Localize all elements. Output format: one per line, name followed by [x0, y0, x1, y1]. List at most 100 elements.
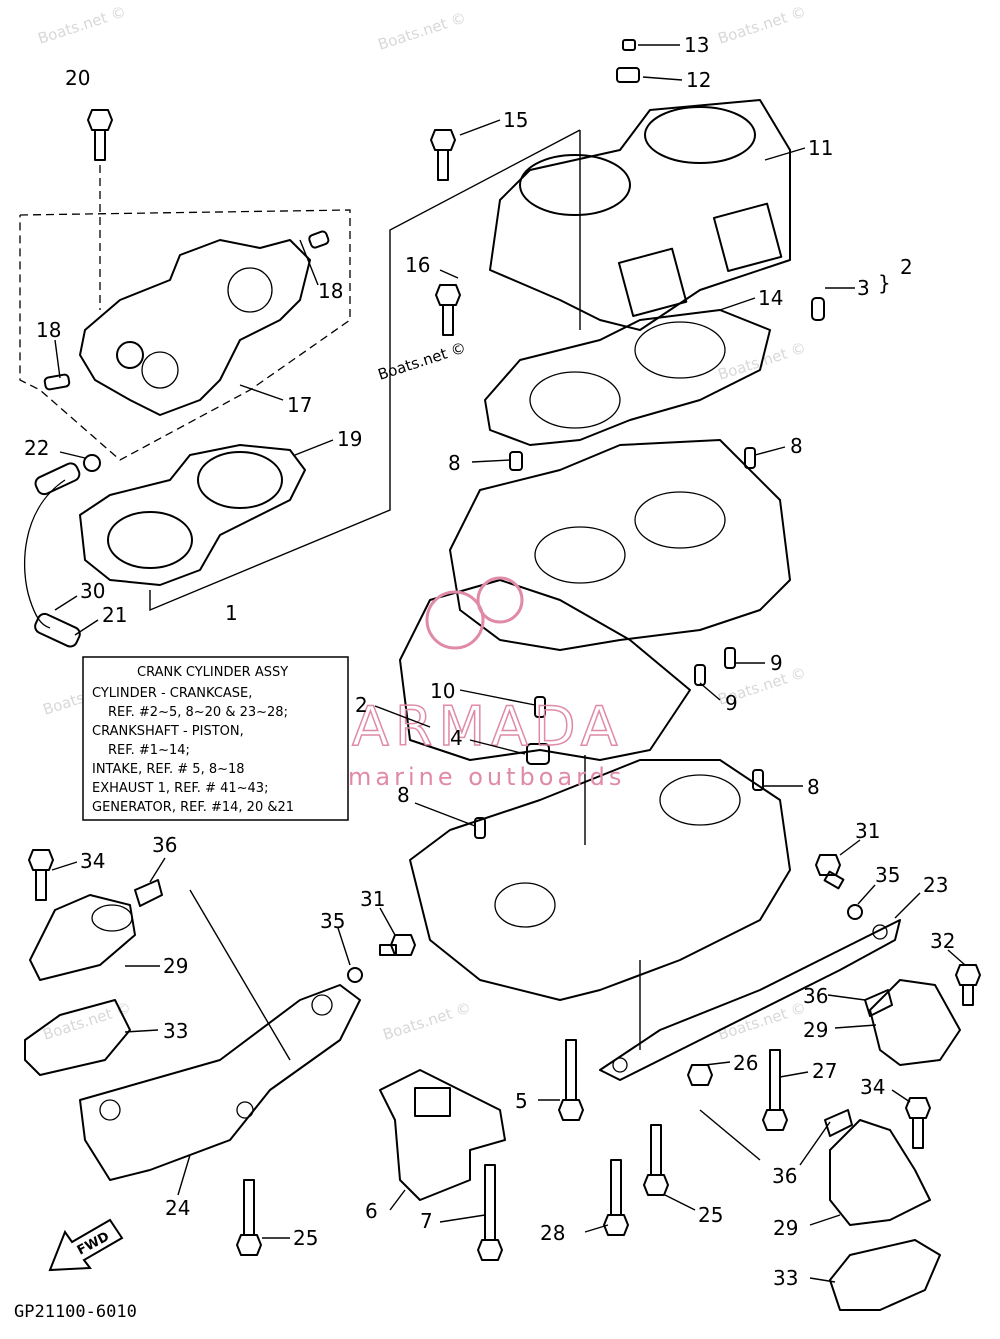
bolt-head [28, 849, 54, 871]
leader-line [471, 459, 511, 463]
bolt-head [955, 964, 981, 986]
leader-line [894, 892, 921, 919]
bolt-head [87, 109, 113, 131]
bolt-25 [650, 1124, 662, 1176]
watermark: Boats.net © [716, 2, 809, 47]
callout-35: 35 [320, 909, 345, 933]
leader-line [839, 839, 861, 856]
bolt-5 [565, 1039, 577, 1101]
engine-mount [869, 979, 961, 1066]
callouts: 13 12 15 11 16 14 3 } 2 18 18 20 17 19 2… [24, 33, 955, 1290]
leader-line [642, 76, 683, 81]
cylinder-gasket [484, 309, 771, 446]
bearing-saddle [494, 882, 556, 928]
engine-mount [829, 1119, 931, 1226]
leader-line [809, 1277, 836, 1283]
crankcase-middle [399, 579, 736, 765]
shim-plate [824, 1109, 853, 1137]
dowel-pin [474, 817, 486, 839]
callout-3: 3 [857, 276, 870, 300]
bolt-shank [823, 870, 845, 890]
bolt-head [430, 129, 456, 151]
thermo-sensor [34, 612, 81, 648]
callout-31: 31 [855, 819, 880, 843]
leader-line [414, 802, 476, 827]
callout-29: 29 [163, 954, 188, 978]
bolts-15-16 [430, 129, 825, 336]
leader-line [379, 907, 396, 936]
callout-13: 13 [684, 33, 709, 57]
crankcase-upper-body [449, 439, 791, 651]
leader-line [584, 1224, 609, 1233]
callout-28: 28 [540, 1221, 565, 1245]
cylinder-block-body [489, 99, 791, 331]
temperature-sensor-wire [23, 454, 101, 648]
bolt-27 [769, 1049, 781, 1111]
head-cover-dashed-outline [19, 209, 351, 461]
rectifier-regulator [379, 1069, 506, 1201]
callout-8: 8 [790, 434, 803, 458]
washer [347, 967, 363, 983]
leader-line [891, 1089, 911, 1103]
leader-line [299, 239, 319, 286]
cylinder-head-cover-assembly [19, 209, 351, 461]
armada-swirl-icon [476, 576, 524, 624]
leader-line [469, 739, 526, 755]
leader-line [51, 861, 78, 871]
mount-spacer [24, 999, 131, 1076]
leader-line [74, 619, 99, 636]
armada-logo-text: ARMADA [352, 695, 624, 758]
crankcase-middle-body [399, 579, 691, 761]
info-box-line: CRANKSHAFT - PISTON, [92, 724, 244, 739]
leader-line [664, 1194, 696, 1211]
info-box: CRANK CYLINDER ASSY CYLINDER - CRANKCASE… [82, 656, 349, 821]
bracket-hole [99, 1099, 121, 1121]
dowel-pin [744, 447, 756, 469]
bolt-head [815, 854, 841, 876]
leader-line [459, 119, 501, 136]
callout-20: 20 [65, 66, 90, 90]
bolt-shank [962, 984, 974, 1006]
bolt-25-head [643, 1174, 669, 1196]
leader-line [149, 857, 166, 883]
crankcase-bore [534, 526, 626, 584]
leader-line [374, 705, 431, 728]
bolt-25 [243, 1179, 255, 1236]
rectifier-connector [414, 1087, 451, 1117]
hose-nipple [43, 373, 71, 391]
leader-line [389, 1189, 406, 1211]
crankcase-upper [449, 439, 791, 651]
armada-swirl-icon [425, 590, 485, 650]
callout-8: 8 [397, 783, 410, 807]
callout-36: 36 [803, 984, 828, 1008]
bolt-shank [379, 944, 397, 956]
gasket-bore [529, 371, 621, 429]
plug-cap [616, 67, 640, 83]
clip [83, 454, 101, 472]
head-cover-port [227, 267, 273, 313]
callout-11: 11 [808, 136, 833, 160]
gasket-bore [107, 511, 193, 569]
bolt-shank [437, 149, 449, 181]
callout-36: 36 [772, 1164, 797, 1188]
rectifier-body [379, 1069, 506, 1201]
bolt-head [435, 284, 461, 306]
bolt-25-head [236, 1234, 262, 1256]
callout-14: 14 [758, 286, 783, 310]
watermark: Boats.net © [41, 998, 134, 1043]
leader-line [947, 949, 966, 966]
crankcase-lower [409, 759, 791, 1001]
cylinder-bore [519, 154, 631, 216]
shim-plate [864, 989, 893, 1017]
cylinder-bore [644, 106, 756, 164]
info-box-line: GENERATOR, REF. #14, 20 &21 [92, 800, 294, 815]
callout-27: 27 [812, 1059, 837, 1083]
info-box-frame [82, 656, 349, 821]
mount-bracket-left [79, 984, 361, 1181]
callout-8: 8 [448, 451, 461, 475]
bolt-shank [912, 1117, 924, 1149]
bracket-hole [311, 994, 333, 1016]
leader-line [239, 384, 284, 401]
info-box-line: INTAKE, REF. # 5, 8~18 [92, 762, 245, 777]
